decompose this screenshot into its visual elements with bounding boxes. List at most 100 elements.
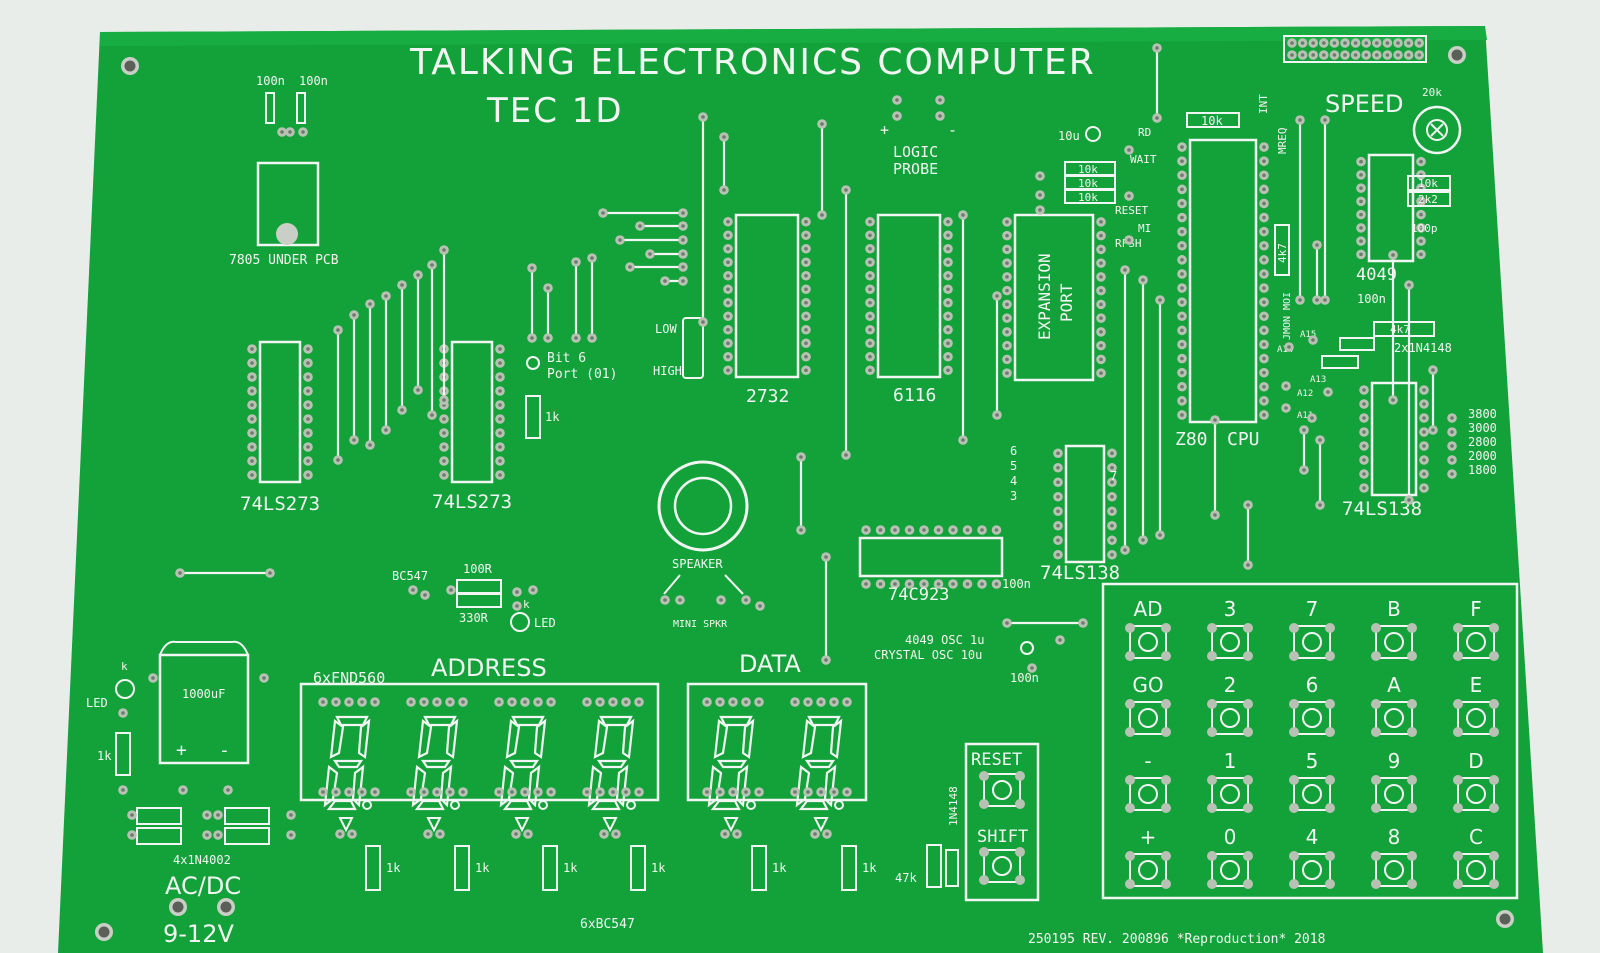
expansion-port-label: EXPANSION bbox=[1035, 253, 1054, 340]
key-label: 3 bbox=[1224, 597, 1237, 621]
wire-link bbox=[1243, 500, 1253, 570]
key-label: A bbox=[1387, 673, 1401, 697]
ic-z80-cpu bbox=[1177, 138, 1269, 424]
key-9[interactable]: 9 bbox=[1370, 749, 1418, 814]
wire-link bbox=[349, 310, 359, 445]
digit-driver: 1k bbox=[511, 817, 578, 891]
svg-text:100n: 100n bbox=[1010, 671, 1039, 685]
key-d[interactable]: D bbox=[1452, 749, 1500, 814]
svg-text:HIGH: HIGH bbox=[653, 364, 682, 378]
digit-driver: 1k bbox=[720, 817, 787, 891]
shift-label: SHIFT bbox=[977, 827, 1028, 847]
svg-text:k: k bbox=[121, 660, 128, 673]
resistor-1k-label: 1k bbox=[475, 861, 490, 875]
svg-text:100p: 100p bbox=[1411, 222, 1438, 235]
key-1[interactable]: 1 bbox=[1206, 749, 1254, 814]
key-ad[interactable]: AD bbox=[1124, 597, 1172, 662]
key-label: F bbox=[1470, 597, 1482, 621]
chip-2732: 2732 bbox=[746, 386, 789, 407]
svg-text:100n: 100n bbox=[299, 74, 328, 88]
key-b[interactable]: B bbox=[1370, 597, 1418, 662]
capacitor-1000uf bbox=[158, 653, 250, 765]
key-minus[interactable]: - bbox=[1124, 749, 1172, 814]
mounting-hole bbox=[121, 57, 139, 75]
svg-text:3800: 3800 bbox=[1468, 407, 1497, 421]
wire-link bbox=[543, 283, 553, 343]
wire-link bbox=[1312, 240, 1322, 305]
key-label: B bbox=[1387, 597, 1401, 621]
digit-driver: 1k bbox=[599, 817, 666, 891]
resistor-1k-label: 1k bbox=[651, 861, 666, 875]
wire-link bbox=[1120, 265, 1130, 555]
chip-74ls138-a: 74LS138 bbox=[1040, 562, 1120, 584]
chip-z80: Z80 bbox=[1175, 429, 1208, 450]
data-display-outline bbox=[686, 682, 868, 802]
svg-text:Port (01): Port (01) bbox=[547, 367, 617, 382]
mounting-hole bbox=[1496, 910, 1514, 928]
keypad-outline bbox=[1101, 582, 1519, 900]
board-title: TALKING ELECTRONICS COMPUTER bbox=[409, 42, 1096, 83]
key-4[interactable]: 4 bbox=[1288, 825, 1336, 890]
key-label: GO bbox=[1132, 673, 1163, 697]
svg-text:6: 6 bbox=[1010, 444, 1017, 458]
key-5[interactable]: 5 bbox=[1288, 749, 1336, 814]
svg-text:100n: 100n bbox=[1357, 292, 1386, 306]
wire-link bbox=[1152, 43, 1162, 123]
key-0[interactable]: 0 bbox=[1206, 825, 1254, 890]
ic-74ls273-a bbox=[247, 340, 313, 484]
function-keys-outline bbox=[964, 742, 1040, 902]
svg-text:MI: MI bbox=[1138, 222, 1151, 235]
svg-text:2800: 2800 bbox=[1468, 435, 1497, 449]
wire-link bbox=[1299, 425, 1309, 475]
svg-text:PROBE: PROBE bbox=[893, 160, 938, 178]
wire-link bbox=[719, 132, 729, 195]
svg-text:PORT: PORT bbox=[1057, 283, 1076, 322]
key-label: D bbox=[1468, 749, 1483, 773]
svg-text:RESET: RESET bbox=[1115, 204, 1148, 217]
wire-link bbox=[571, 257, 581, 343]
key-6[interactable]: 6 bbox=[1288, 673, 1336, 738]
key-go[interactable]: GO bbox=[1124, 673, 1172, 738]
ic-74ls138-a bbox=[1053, 444, 1117, 564]
ic-2732 bbox=[723, 213, 811, 379]
wire-link bbox=[175, 568, 275, 578]
svg-text:2x1N4148: 2x1N4148 bbox=[1394, 341, 1452, 355]
key-a[interactable]: A bbox=[1370, 673, 1418, 738]
key-plus[interactable]: + bbox=[1124, 825, 1172, 890]
wire-link bbox=[365, 299, 375, 450]
key-2[interactable]: 2 bbox=[1206, 673, 1254, 738]
board-model: TEC 1D bbox=[486, 91, 624, 131]
key-label: 1 bbox=[1224, 749, 1237, 773]
wire-link bbox=[698, 112, 708, 327]
svg-text:INT: INT bbox=[1257, 94, 1270, 114]
speed-pot bbox=[1412, 105, 1462, 155]
wire-link bbox=[527, 263, 537, 343]
speaker-outline bbox=[657, 460, 749, 552]
key-e[interactable]: E bbox=[1452, 673, 1500, 738]
wire-link bbox=[1155, 295, 1165, 540]
resistor-1k-label: 1k bbox=[862, 861, 877, 875]
header-connector bbox=[1283, 35, 1427, 63]
key-7[interactable]: 7 bbox=[1288, 597, 1336, 662]
key-label: 8 bbox=[1388, 825, 1401, 849]
key-3[interactable]: 3 bbox=[1206, 597, 1254, 662]
svg-text:BC547: BC547 bbox=[392, 569, 428, 583]
key-label: - bbox=[1144, 749, 1151, 773]
speed-label: SPEED bbox=[1325, 90, 1404, 118]
svg-text:+: + bbox=[880, 121, 889, 139]
svg-text:6xBC547: 6xBC547 bbox=[580, 917, 635, 932]
svg-text:10u: 10u bbox=[1058, 129, 1080, 143]
svg-text:MREQ: MREQ bbox=[1276, 128, 1289, 155]
key-8[interactable]: 8 bbox=[1370, 825, 1418, 890]
key-c[interactable]: C bbox=[1452, 825, 1500, 890]
svg-text:+: + bbox=[176, 740, 187, 761]
wire-link bbox=[381, 291, 391, 435]
svg-text:1k: 1k bbox=[97, 749, 112, 763]
wire-link bbox=[587, 253, 597, 343]
svg-text:WAIT: WAIT bbox=[1130, 153, 1157, 166]
chip-4049: 4049 bbox=[1356, 265, 1397, 285]
key-f[interactable]: F bbox=[1452, 597, 1500, 662]
svg-text:100R: 100R bbox=[463, 562, 493, 576]
key-label: AD bbox=[1133, 597, 1162, 621]
